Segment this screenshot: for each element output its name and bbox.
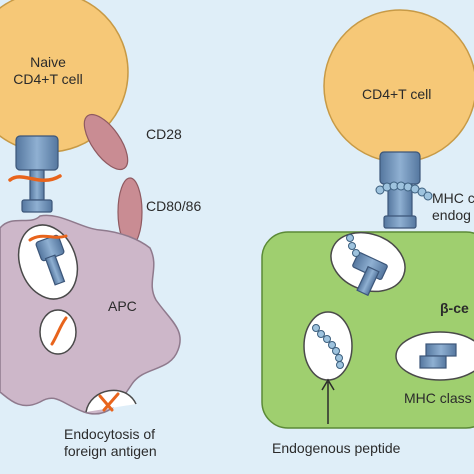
endocytosis-label: Endocytosis of foreign antigen — [64, 426, 157, 460]
naive-cell-label-line2: CD4+T cell — [13, 70, 83, 87]
mhc-label: MHC c endog — [432, 190, 474, 224]
target-vesicle-mhc-class — [395, 331, 474, 381]
beta-cell-label: β-ce — [440, 300, 469, 316]
target-vesicle-mhc — [330, 231, 406, 297]
naive-cell-label: Naive CD4+T cell — [0, 54, 96, 88]
mhc-class-label: MHC class — [404, 390, 472, 406]
cd80-86-label: CD80/86 — [146, 198, 202, 214]
target-cell — [261, 231, 474, 429]
endocytosis-label-line1: Endocytosis of — [64, 426, 156, 442]
cd28-molecule — [83, 113, 129, 171]
endocytosis-pocket — [85, 389, 137, 413]
naive-cell-label-line1: Naive — [30, 54, 66, 70]
mhc-peptide-beads — [375, 181, 433, 201]
cd4-cell-label: CD4+T cell — [362, 86, 432, 102]
mhc-label-line1: MHC c — [432, 190, 474, 206]
apc-vesicle-mhc — [17, 224, 79, 300]
endocytosis-label-line2: foreign antigen — [64, 442, 157, 459]
endogenous-peptide-label: Endogenous peptide — [272, 440, 401, 456]
apc-label: APC — [108, 298, 137, 314]
tcr-receptor-left — [8, 135, 62, 213]
target-vesicle-peptide — [303, 311, 353, 381]
mhc-label-line2: endog — [432, 206, 471, 223]
peptide-arrow — [321, 378, 335, 424]
cd28-label: CD28 — [146, 126, 182, 142]
apc-vesicle-antigen — [39, 309, 77, 355]
